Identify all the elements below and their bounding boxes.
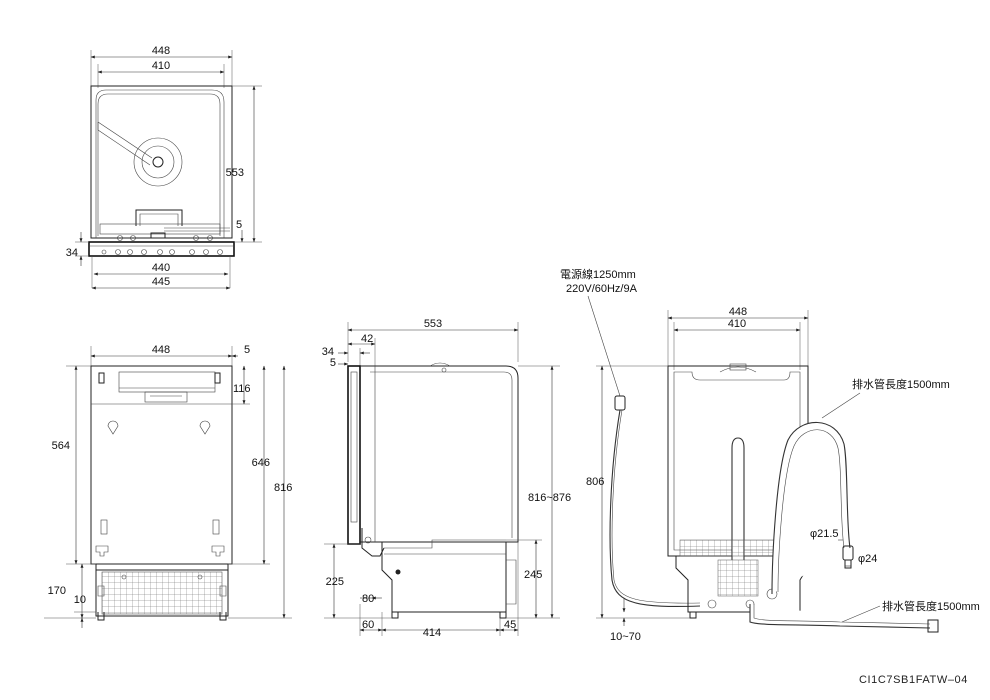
- drain-hose-diameter-small: φ21.5: [810, 528, 839, 540]
- top-depth: 553: [226, 167, 244, 179]
- side-door-gap: 5: [330, 357, 336, 369]
- side-front-clearance: 60: [362, 619, 374, 631]
- power-cord-spec: 220V/60Hz/9A: [566, 283, 638, 295]
- drain-hose-diameter-large: φ24: [858, 553, 877, 565]
- front-inner-height: 564: [52, 440, 70, 452]
- side-door-thickness: 34: [322, 346, 334, 358]
- front-body-height: 646: [252, 457, 270, 469]
- side-base-depth: 414: [423, 627, 441, 639]
- front-total-height: 816: [274, 482, 292, 494]
- side-door-offset: 42: [361, 333, 373, 345]
- rear-width-inner: 410: [728, 318, 746, 330]
- drain-hose-label-top: 排水管長度1500mm: [852, 377, 950, 391]
- top-panel-gap: 5: [236, 219, 242, 231]
- front-width: 448: [152, 344, 170, 356]
- front-top-gap: 5: [244, 344, 250, 356]
- power-cord-label: 電源線1250mm: [560, 267, 636, 281]
- top-width-inner: 410: [152, 60, 170, 72]
- top-width-outer: 448: [152, 45, 170, 57]
- side-height-range: 816~876: [528, 492, 571, 504]
- side-depth: 553: [424, 318, 442, 330]
- rear-view: 電源線1250mm 220V/60Hz/9A 448 410: [560, 267, 980, 643]
- side-base-right-height: 245: [524, 569, 542, 581]
- side-hose-offset: 80: [362, 593, 374, 605]
- front-panel-depth: 116: [233, 383, 251, 395]
- top-base-width-inner: 440: [152, 262, 170, 274]
- side-lower-height: 225: [326, 576, 344, 588]
- rear-inlet-range: 10~70: [610, 631, 641, 643]
- model-code: CI1C7SB1FATW–04: [858, 674, 968, 686]
- drain-hose-label-bottom: 排水管長度1500mm: [882, 599, 980, 613]
- top-base-width-outer: 445: [152, 276, 170, 288]
- rear-height: 806: [586, 476, 604, 488]
- front-base-height: 170: [48, 585, 66, 597]
- top-view: 448 410 553: [66, 45, 262, 290]
- side-view: 553 42 34 5: [322, 318, 571, 639]
- rear-width-outer: 448: [729, 306, 747, 318]
- front-foot-height: 10: [74, 594, 86, 606]
- side-rear-clearance: 45: [504, 619, 516, 631]
- front-view: 448 5 116 564: [44, 344, 292, 628]
- top-panel-height: 34: [66, 247, 78, 259]
